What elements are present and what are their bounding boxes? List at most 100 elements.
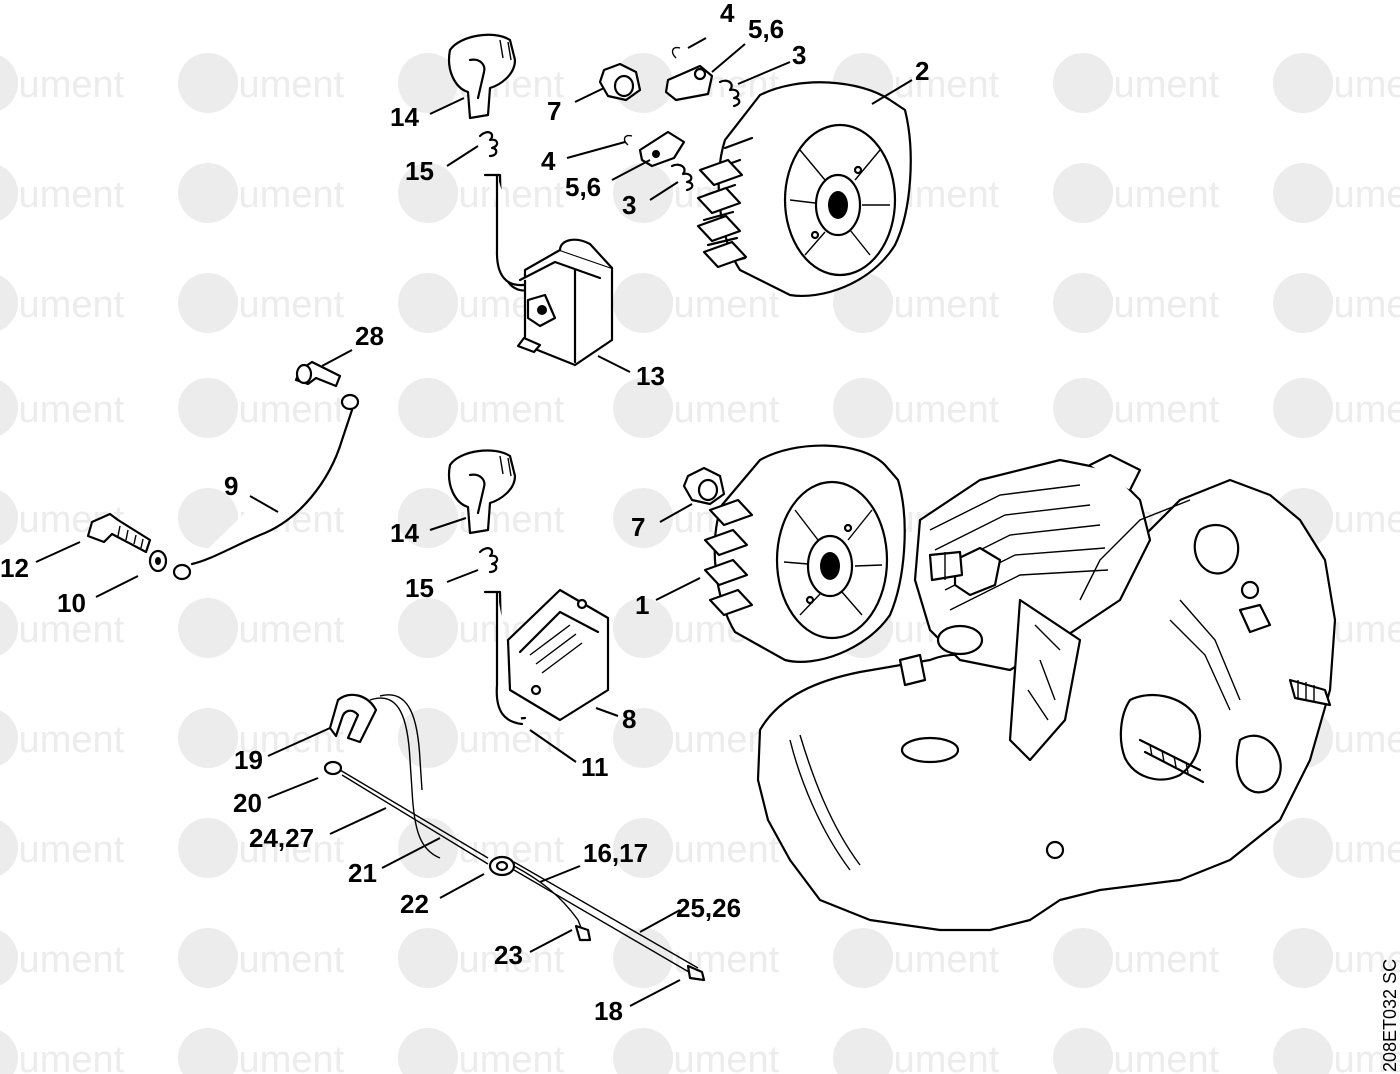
watermark-logo: Strument xyxy=(613,1028,780,1074)
watermark-logo: Strument xyxy=(178,708,345,768)
svg-text:Strument: Strument xyxy=(1285,174,1400,216)
callout-16-17: 16,17 xyxy=(583,838,648,868)
svg-text:Strument: Strument xyxy=(0,829,125,871)
svg-text:Strument: Strument xyxy=(190,719,345,761)
callout-14-top: 14 xyxy=(390,102,419,132)
svg-text:Strument: Strument xyxy=(190,939,345,981)
nut-part-7-upper xyxy=(598,62,642,102)
watermark-logo: Strument xyxy=(0,710,125,766)
watermark-logo: Strument xyxy=(833,928,1000,988)
callout-24-27: 24,27 xyxy=(249,823,314,853)
watermark-logo: Strument xyxy=(0,820,125,876)
callout-4-top: 4 xyxy=(720,0,735,28)
watermark-logo: Strument xyxy=(178,1028,345,1074)
callout-15-top: 15 xyxy=(405,156,434,186)
svg-text:Strument: Strument xyxy=(1285,64,1400,106)
watermark-logo: Strument xyxy=(613,928,780,988)
svg-text:Strument: Strument xyxy=(0,1039,125,1074)
watermark-logo: Strument xyxy=(833,1028,1000,1074)
svg-text:Strument: Strument xyxy=(410,389,565,431)
drawing-code: 208ET032 SC xyxy=(1380,959,1400,1072)
callout-2: 2 xyxy=(915,56,929,86)
svg-text:Strument: Strument xyxy=(0,64,125,106)
watermark-logo: Strument xyxy=(398,378,565,438)
nut-part-7-lower xyxy=(682,466,726,506)
svg-text:Strument: Strument xyxy=(1285,389,1400,431)
svg-text:Strument: Strument xyxy=(625,1039,780,1074)
screw-part-12 xyxy=(86,512,152,554)
svg-text:Strument: Strument xyxy=(190,609,345,651)
svg-text:Strument: Strument xyxy=(190,389,345,431)
svg-text:Strument: Strument xyxy=(625,829,780,871)
callout-10: 10 xyxy=(57,588,86,618)
svg-text:Strument: Strument xyxy=(0,284,125,326)
callout-22: 22 xyxy=(400,889,429,919)
svg-text:Strument: Strument xyxy=(0,389,125,431)
svg-text:Strument: Strument xyxy=(1285,829,1400,871)
callout-21: 21 xyxy=(348,858,377,888)
svg-text:Strument: Strument xyxy=(190,1039,345,1074)
svg-text:Strument: Strument xyxy=(410,719,565,761)
ground-wire-part-9 xyxy=(172,393,360,581)
pawl-set-lower xyxy=(623,130,694,192)
callout-5-6-top: 5,6 xyxy=(748,14,784,44)
svg-text:Strument: Strument xyxy=(1065,174,1220,216)
watermark-logo: Strument xyxy=(1273,53,1400,113)
watermark-logo: Strument xyxy=(1273,928,1400,988)
callout-9: 9 xyxy=(224,471,238,501)
callout-18: 18 xyxy=(594,996,623,1026)
callout-23: 23 xyxy=(494,940,523,970)
svg-text:Strument: Strument xyxy=(190,174,345,216)
svg-text:Strument: Strument xyxy=(0,174,125,216)
watermark-logo: Strument xyxy=(398,1028,565,1074)
callout-7-bottom: 7 xyxy=(631,512,645,542)
svg-text:Strument: Strument xyxy=(845,389,1000,431)
watermark-logo: Strument xyxy=(178,928,345,988)
watermark-logo: Strument xyxy=(398,928,565,988)
callout-25-26: 25,26 xyxy=(676,893,741,923)
watermark-logo: Strument xyxy=(178,598,345,658)
callout-19: 19 xyxy=(234,745,263,775)
watermark-logo: Strument xyxy=(613,598,780,658)
pawl-set-upper xyxy=(664,46,741,108)
watermark-logo: Strument xyxy=(833,378,1000,438)
callout-3-top: 3 xyxy=(792,40,806,70)
engine-crankcase xyxy=(756,453,1337,932)
watermark-logo: Strument xyxy=(398,708,565,768)
watermark-logo: Strument xyxy=(1273,163,1400,223)
callout-labels: 4 5,6 3 2 14 7 15 4 5,6 3 28 13 9 14 7 1… xyxy=(0,0,929,1026)
svg-text:Strument: Strument xyxy=(1065,1039,1220,1074)
callout-1: 1 xyxy=(635,590,649,620)
svg-text:Strument: Strument xyxy=(625,284,780,326)
svg-text:Strument: Strument xyxy=(0,719,125,761)
callout-15-bottom: 15 xyxy=(405,573,434,603)
svg-text:Strument: Strument xyxy=(845,284,1000,326)
svg-text:Strument: Strument xyxy=(410,829,565,871)
watermark-logo: Strument xyxy=(613,378,780,438)
washer-part-10 xyxy=(148,549,168,573)
plug-boot-part-14-upper xyxy=(447,33,517,120)
watermark-logo: Strument xyxy=(0,930,125,986)
ignition-module-part-13 xyxy=(483,173,614,367)
svg-text:Strument: Strument xyxy=(190,829,345,871)
svg-text:Strument: Strument xyxy=(845,1039,1000,1074)
ignition-module-part-8 xyxy=(483,588,610,726)
watermark-logo: Strument xyxy=(1273,273,1400,333)
svg-text:Strument: Strument xyxy=(1065,284,1220,326)
svg-text:Strument: Strument xyxy=(1065,64,1220,106)
watermark-logo: Strument xyxy=(1273,1028,1400,1074)
callout-5-6-mid: 5,6 xyxy=(565,172,601,202)
watermark-logo: Strument xyxy=(178,163,345,223)
watermark-logo: Strument xyxy=(398,163,565,223)
watermark-logo: Strument xyxy=(398,818,565,878)
watermark-logo: Strument xyxy=(0,165,125,221)
svg-text:Strument: Strument xyxy=(410,939,565,981)
svg-text:Strument: Strument xyxy=(0,939,125,981)
watermark-logo: Strument xyxy=(1053,378,1220,438)
svg-text:Strument: Strument xyxy=(625,719,780,761)
watermark-logo: Strument xyxy=(0,380,125,436)
svg-text:Strument: Strument xyxy=(1285,939,1400,981)
svg-text:Strument: Strument xyxy=(1285,284,1400,326)
watermark-logo: Strument xyxy=(613,708,780,768)
plug-boot-part-14-lower xyxy=(447,449,517,535)
